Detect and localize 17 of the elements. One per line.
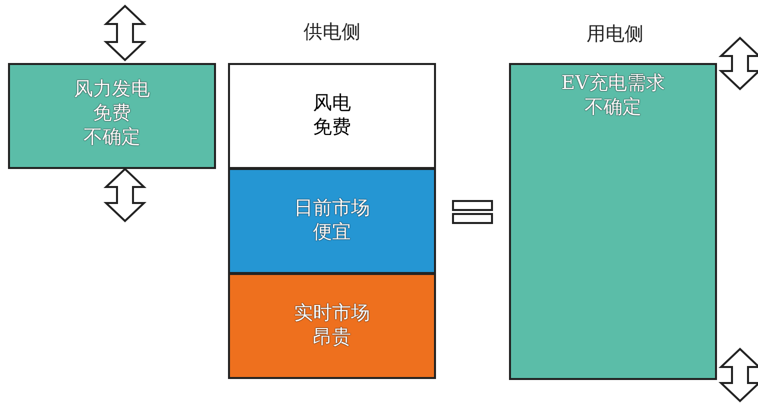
column-heading: 用电侧 <box>586 22 644 47</box>
process-box <box>8 63 216 169</box>
process-box <box>228 168 436 274</box>
process-box <box>228 273 436 379</box>
column-heading: 供电侧 <box>302 20 362 45</box>
box-text: 免费 <box>93 101 131 125</box>
process-box <box>228 63 436 169</box>
box-text: 不确定 <box>84 125 140 149</box>
box-text: 不确定 <box>584 95 642 119</box>
box-text: EV充电需求 <box>561 71 665 95</box>
box-text: 便宜 <box>313 220 351 244</box>
box-text: 风力发电 <box>74 77 150 101</box>
box-text: 实时市场 <box>294 301 370 325</box>
box-text: 免费 <box>313 115 351 139</box>
box-text: 风电 <box>313 91 351 115</box>
box-text: 日前市场 <box>294 196 370 220</box>
box-text: 昂贵 <box>313 325 351 349</box>
